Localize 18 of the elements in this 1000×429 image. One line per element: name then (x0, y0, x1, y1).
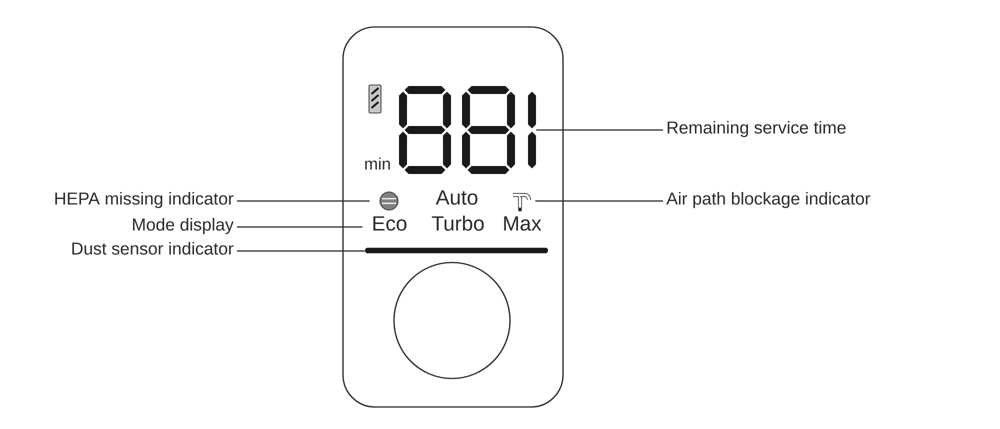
callout-label: HEPA missing indicator (55, 192, 234, 208)
mode-label: Turbo (432, 216, 484, 231)
circle-icon (380, 192, 398, 210)
leader-line (237, 200, 370, 202)
callout-label: Remaining service time (668, 120, 846, 138)
callout-label: Mode display (133, 218, 234, 234)
leader-line (536, 129, 663, 131)
callout-label: Air path blockage indicator (666, 192, 870, 208)
mode-label: Max (504, 216, 542, 231)
leader-line (535, 200, 663, 202)
callout-label: Dust sensor indicator (72, 242, 234, 255)
indicator-bar (365, 248, 548, 254)
leader-line (237, 250, 365, 252)
leader-line (237, 226, 362, 228)
pipe-icon (513, 193, 531, 212)
mode-label: Eco (373, 216, 406, 231)
unit-label: min (365, 157, 390, 170)
mode-label: Auto (436, 190, 478, 205)
